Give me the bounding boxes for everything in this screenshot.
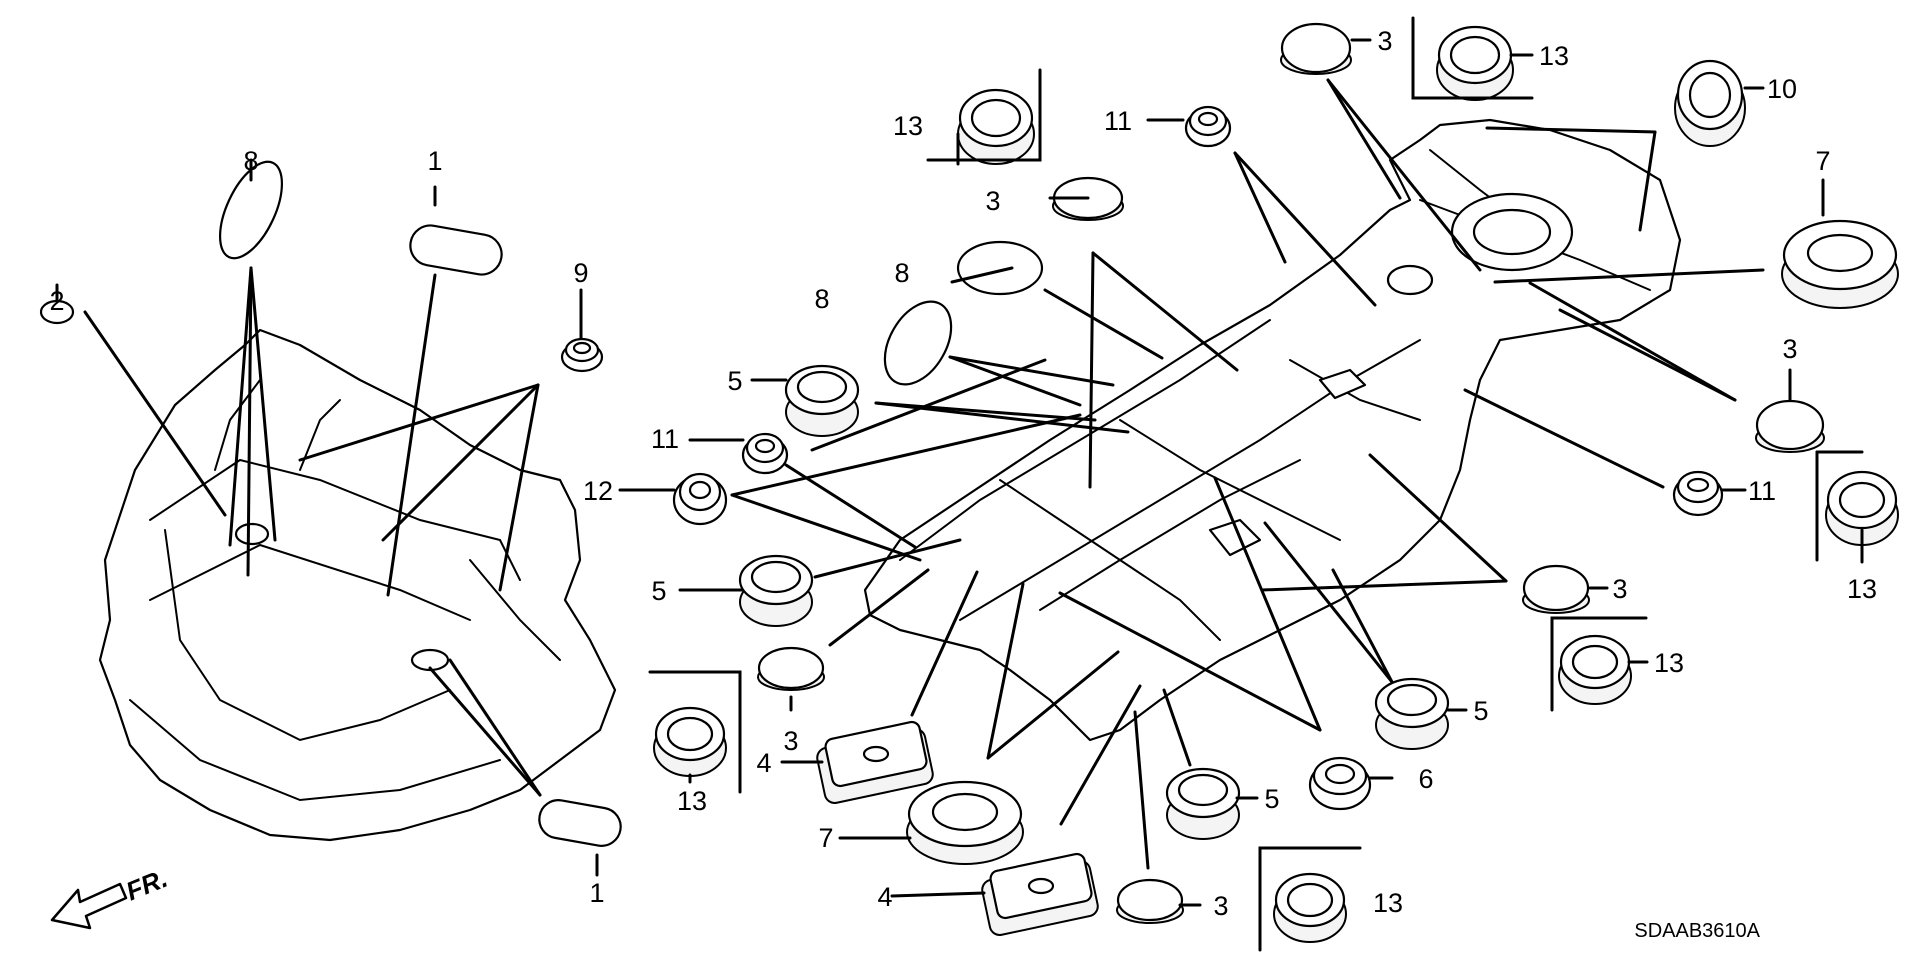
grommet-11-r-a-shape <box>1184 105 1232 148</box>
plug-4-b-shape <box>981 852 1099 936</box>
callout-labels: 8 1 9 2 1 13 3 8 8 5 11 12 5 3 13 4 7 4 … <box>49 26 1877 921</box>
callout-11-a: 11 <box>651 424 679 454</box>
plug-4-a-shape <box>816 720 934 804</box>
arrow-left-down-icon <box>50 882 128 930</box>
callout-r-7: 7 <box>1815 146 1830 176</box>
callout-13-a: 13 <box>893 111 923 141</box>
plug-1-top-shape <box>409 224 503 276</box>
plug-3-r-a-shape <box>1280 22 1352 75</box>
callout-left-9: 9 <box>573 258 588 288</box>
callout-r-10: 10 <box>1767 74 1797 104</box>
plug-8-a-shape <box>956 240 1044 296</box>
callout-4-a: 4 <box>756 748 771 778</box>
grommet-7-a-shape <box>906 780 1024 865</box>
callout-7-a: 7 <box>818 823 833 853</box>
callout-5-d: 5 <box>1473 696 1488 726</box>
grommet-11-r-b-shape <box>1672 470 1724 517</box>
callout-8-b: 8 <box>814 284 829 314</box>
grommet-13-b-shape <box>653 706 727 777</box>
front-direction-indicator: FR. <box>50 863 172 930</box>
plug-3-r-b-shape <box>1755 399 1825 453</box>
callout-r-3-b: 3 <box>1782 334 1797 364</box>
grommet-5-c-shape <box>1165 767 1241 840</box>
callout-left-1-bottom: 1 <box>589 878 604 908</box>
callout-3-b: 3 <box>783 726 798 756</box>
grommet-13-c-shape <box>1273 872 1347 943</box>
callout-13-b: 13 <box>677 786 707 816</box>
callout-6: 6 <box>1418 764 1433 794</box>
floor-panel-outline <box>863 118 1682 742</box>
callout-left-2: 2 <box>49 286 64 316</box>
callout-r-3-a: 3 <box>1377 26 1392 56</box>
callout-5-c: 5 <box>1264 784 1279 814</box>
callout-r-11-a: 11 <box>1104 106 1132 136</box>
grommet-6-shape <box>1308 756 1372 811</box>
plug-3-b-shape <box>757 646 825 691</box>
grommet-9-shape <box>560 337 604 373</box>
callout-5-a: 5 <box>727 366 742 396</box>
drawing-code: SDAAB3610A <box>1634 920 1760 942</box>
grommet-10-shape <box>1674 59 1746 147</box>
callout-r-3-c: 3 <box>1612 574 1627 604</box>
plug-8-left-shape <box>218 160 284 260</box>
callout-r-13-b: 13 <box>1847 574 1877 604</box>
callout-5-b: 5 <box>651 576 666 606</box>
callout-r-11-b: 11 <box>1748 476 1776 506</box>
grommet-5-d-shape <box>1374 677 1450 750</box>
front-frame-outline <box>98 328 617 842</box>
plug-3-c-shape <box>1116 878 1184 924</box>
callout-r-13-a: 13 <box>1539 41 1569 71</box>
grommet-5-a-shape <box>784 364 860 437</box>
grommet-13-r-a-shape <box>1436 25 1514 101</box>
callout-4-b: 4 <box>877 882 892 912</box>
front-label: FR. <box>122 863 172 907</box>
leader-lines <box>55 16 1864 952</box>
plug-3-r-c-shape <box>1522 564 1590 614</box>
grommet-13-r-b-shape <box>1825 470 1899 546</box>
callout-12: 12 <box>583 476 613 506</box>
grommet-13-a-shape <box>957 88 1035 165</box>
callout-r-13-c: 13 <box>1654 648 1684 678</box>
callout-left-1-top: 1 <box>427 146 442 176</box>
callout-13-c: 13 <box>1373 888 1403 918</box>
plug-8-b-shape <box>883 300 953 386</box>
plug-1-bottom-shape <box>538 799 622 847</box>
grommet-11-a-shape <box>741 432 789 475</box>
grommet-13-r-c-shape <box>1558 634 1632 705</box>
grommet-12-shape <box>672 472 728 526</box>
grommet-7-r-shape <box>1781 219 1899 309</box>
grommet-5-b-shape <box>738 554 814 627</box>
callout-left-8: 8 <box>243 146 258 176</box>
callout-3-a: 3 <box>985 186 1000 216</box>
callout-3-c: 3 <box>1213 891 1228 921</box>
callout-8-a: 8 <box>894 258 909 288</box>
